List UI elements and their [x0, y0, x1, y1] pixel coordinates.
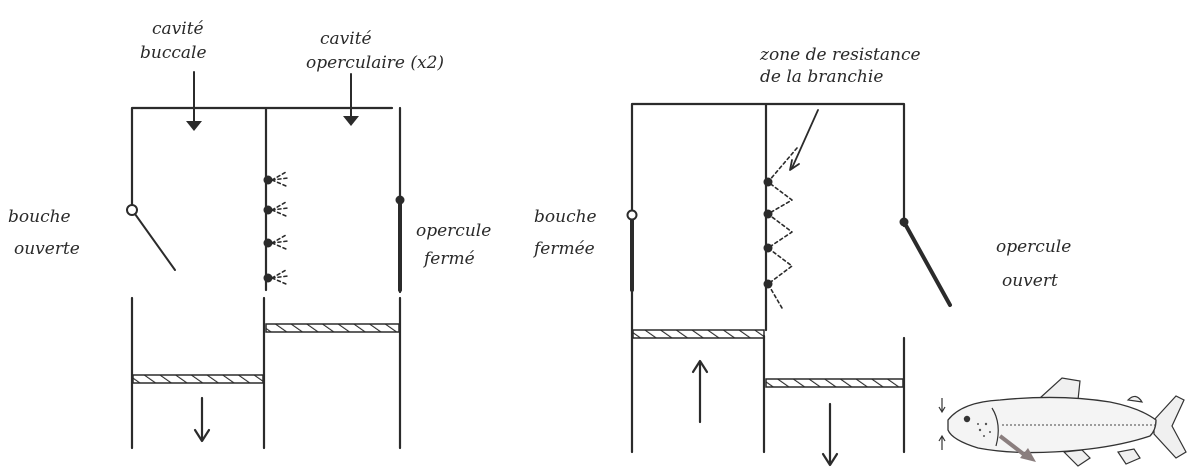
right-label-opercule-line1: opercule	[996, 237, 1071, 257]
right-piston-up-arrow	[691, 359, 709, 424]
left-label-cavite-buccale-line1: cavité	[152, 19, 204, 39]
fish-pelvic-fin	[1062, 449, 1091, 467]
fish-adipose-fin	[1126, 395, 1144, 403]
right-mouth-hinge	[626, 209, 638, 221]
fish-operculum-line	[991, 407, 999, 447]
left-gill-filaments	[263, 171, 289, 285]
fish-height-marker	[938, 398, 946, 450]
left-label-bouche-line2: ouverte	[14, 239, 80, 259]
right-opercular-piston	[765, 378, 904, 388]
left-opercular-pointer-arrow	[343, 73, 359, 126]
fish-tail	[1153, 395, 1187, 459]
fish-spots	[977, 422, 991, 437]
right-zone-pointer-arrow	[789, 109, 819, 171]
fish-anal-fin	[1116, 448, 1141, 465]
right-label-opercule-line2: ouvert	[1002, 271, 1058, 291]
left-label-cavite-operculaire-line2: operculaire (x2)	[306, 53, 444, 73]
left-diagram: cavité buccale cavité operculaire (x2) b…	[8, 19, 491, 450]
right-buccal-piston	[632, 329, 765, 339]
left-label-opercule-line1: opercule	[416, 221, 491, 241]
left-label-cavite-buccale-line2: buccale	[140, 43, 207, 63]
right-operculum-open	[899, 217, 952, 307]
fish-illustration	[938, 377, 1187, 467]
left-operculum-closed	[395, 195, 405, 292]
fish-eye	[963, 415, 971, 423]
right-label-zone-line2: de la branchie	[760, 67, 883, 87]
left-buccal-pointer-arrow	[186, 71, 202, 131]
right-label-zone-line1: zone de resistance	[759, 45, 921, 65]
left-buccal-piston	[132, 374, 264, 384]
right-gill-resistance-zone	[763, 147, 798, 309]
right-label-bouche-line1: bouche	[534, 207, 597, 227]
fish-dorsal-fin	[1038, 377, 1081, 401]
left-label-cavite-operculaire-line1: cavité	[320, 29, 372, 49]
right-label-bouche-line2: fermée	[532, 239, 595, 259]
left-opercular-piston	[265, 323, 400, 333]
left-mouth-open	[126, 204, 176, 271]
left-label-opercule-line2: fermé	[422, 249, 475, 269]
right-piston-down-arrow	[821, 402, 839, 467]
right-diagram: zone de resistance de la branchie bouche…	[532, 45, 1071, 467]
fish-water-flow-arrow	[998, 434, 1036, 462]
left-piston-down-arrow	[193, 396, 211, 443]
left-label-bouche-line1: bouche	[8, 207, 71, 227]
